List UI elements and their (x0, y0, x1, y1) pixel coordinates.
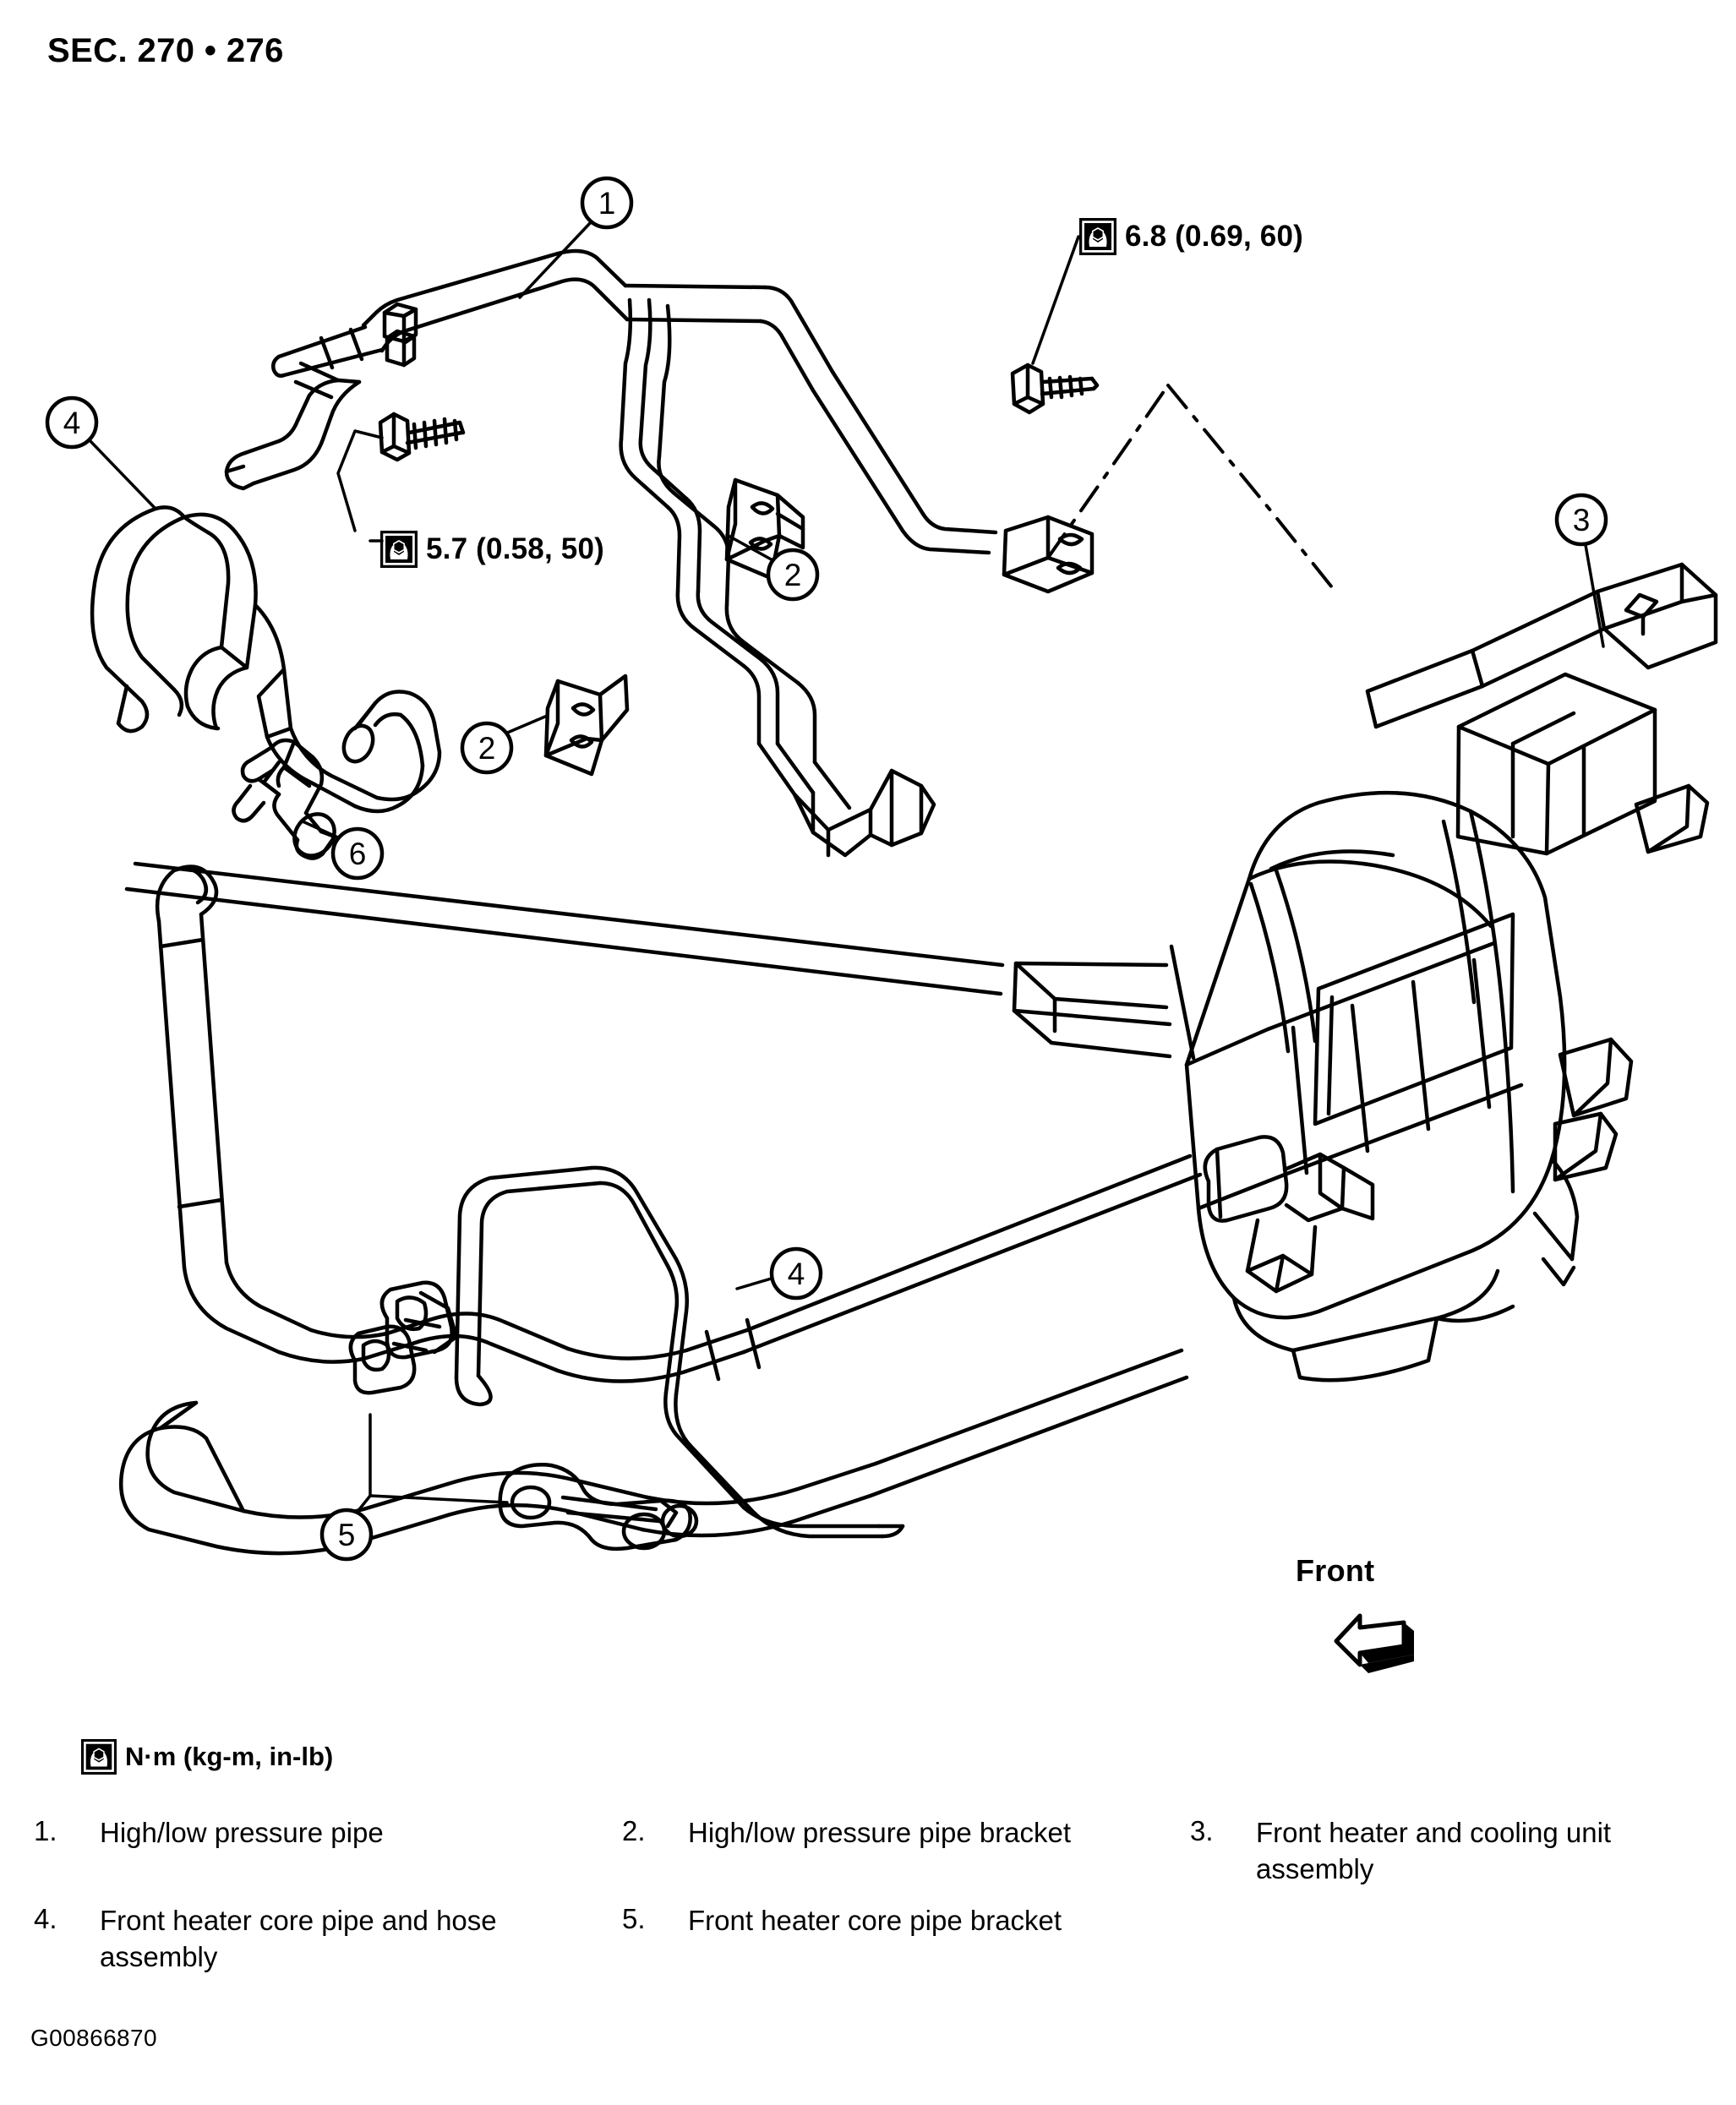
bolt-tighten-icon (81, 1739, 117, 1775)
parts-row: 1. High/low pressure pipe 2. High/low pr… (32, 1815, 1714, 1888)
callout-circle (766, 548, 820, 602)
callout-circle (769, 1246, 823, 1301)
part-item-1: 1. High/low pressure pipe (32, 1815, 607, 1851)
torque-unit-legend: N·m (kg-m, in-lb) (81, 1739, 333, 1775)
figure-id: G00866870 (30, 2025, 157, 2051)
callout-number: 3 (1573, 503, 1591, 537)
callout-circle (1554, 493, 1608, 547)
parts-list: 1. High/low pressure pipe 2. High/low pr… (32, 1815, 1714, 1991)
parts-row: 4. Front heater core pipe and hose assem… (32, 1903, 1714, 1976)
callout-circle (319, 1508, 374, 1562)
bolt-tighten-icon (1079, 218, 1116, 255)
callout-number: 1 (598, 186, 616, 221)
callout-circle (460, 721, 514, 775)
part-number: 5. (622, 1902, 646, 1934)
callout-number: 4 (63, 406, 81, 440)
part-label: Front heater and cooling unit assembly (1256, 1817, 1612, 1884)
callout-number: 5 (338, 1518, 356, 1552)
callout-number: 4 (788, 1257, 805, 1291)
callout-bubbles: 1 4 2 2 6 3 4 5 (45, 176, 1608, 1562)
torque-unit-text: N·m (kg-m, in-lb) (125, 1742, 334, 1771)
part-number: 1. (34, 1815, 57, 1846)
torque-spec-mid-left: 5.7 (0.58, 50) (380, 531, 604, 568)
torque-spec-value: 6.8 (0.69, 60) (1125, 220, 1303, 253)
callout-number: 2 (784, 558, 802, 592)
part-number: 3. (1190, 1815, 1214, 1846)
callout-circle (45, 395, 99, 450)
front-direction-marker: Front (1296, 1553, 1424, 1686)
bolt-tighten-icon (380, 531, 418, 568)
part-label: Front heater core pipe bracket (688, 1904, 1062, 1936)
part-label: Front heater core pipe and hose assembly (100, 1904, 497, 1972)
part-item-2: 2. High/low pressure pipe bracket (607, 1815, 1173, 1851)
part-item-5: 5. Front heater core pipe bracket (607, 1903, 1173, 1939)
callout-number: 6 (349, 837, 367, 871)
part-item-4: 4. Front heater core pipe and hose assem… (32, 1903, 607, 1976)
part-label: High/low pressure pipe (100, 1817, 384, 1848)
callout-circle (330, 826, 385, 881)
front-direction-arrow-icon (1334, 1613, 1414, 1673)
callout-circle (580, 176, 634, 230)
front-label: Front (1296, 1553, 1375, 1588)
callout-number: 2 (478, 731, 496, 766)
part-label: High/low pressure pipe bracket (688, 1817, 1072, 1848)
section-header: SEC. 270 • 276 (47, 32, 284, 69)
part-item-3: 3. Front heater and cooling unit assembl… (1173, 1815, 1697, 1888)
torque-spec-value: 5.7 (0.58, 50) (426, 532, 604, 565)
torque-spec-top-right: 6.8 (0.69, 60) (1079, 218, 1303, 255)
part-number: 2. (622, 1815, 646, 1846)
part-number: 4. (34, 1902, 57, 1934)
